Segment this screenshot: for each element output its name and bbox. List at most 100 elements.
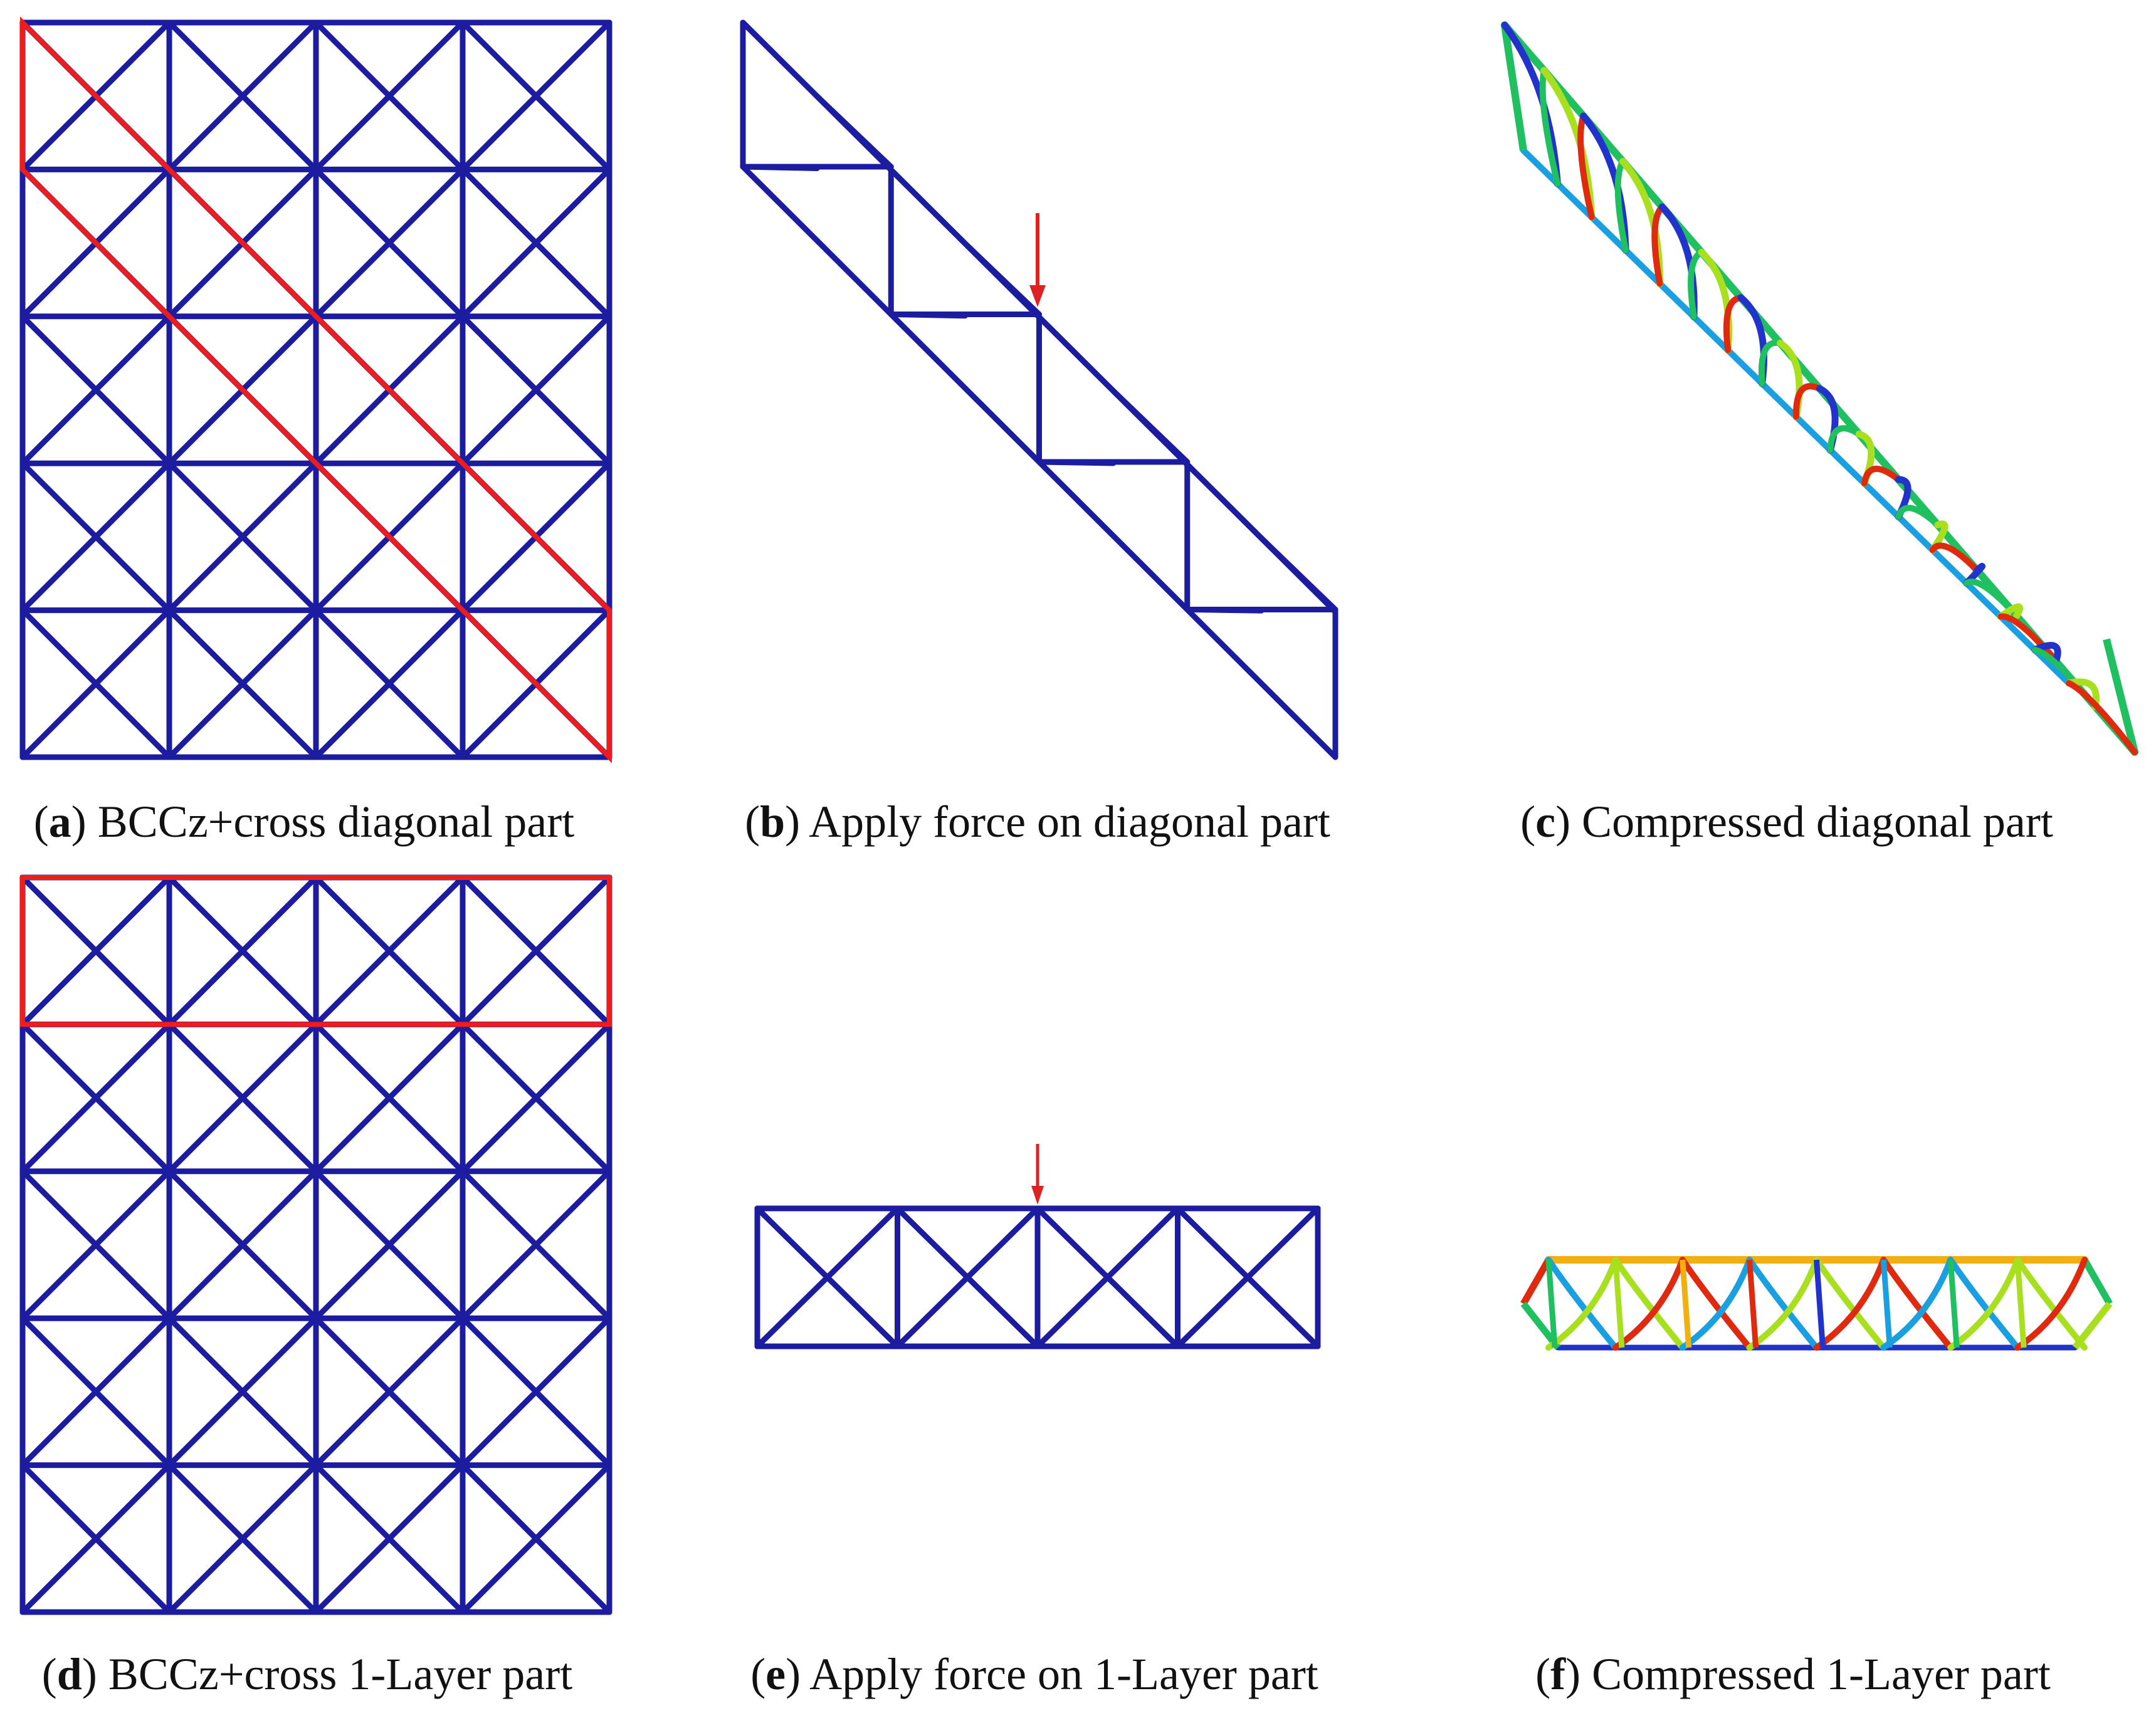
diagonal-strut <box>1034 1205 1181 1349</box>
diagonal-strut <box>166 460 319 614</box>
compressed-strut <box>1679 1257 1753 1351</box>
diagonal-strut <box>460 874 613 1027</box>
compressed-strut <box>1688 249 1705 320</box>
compressed-strut <box>1792 383 1823 420</box>
diagonal-strut <box>166 874 319 1027</box>
compressed-strut <box>2065 678 2100 710</box>
diagonal-strut <box>460 1021 613 1175</box>
compressed-strut <box>1929 542 1980 574</box>
caption-c: (c) Compressed diagonal part <box>1520 797 2053 847</box>
diagonal-strut <box>166 607 319 760</box>
diagonal-strut <box>166 1315 319 1469</box>
compressed-strut <box>1813 1257 1887 1351</box>
diagonal-strut <box>19 874 172 1027</box>
vertical-strut <box>1947 1259 1960 1348</box>
compressed-strut <box>1679 1257 1753 1351</box>
diagonal-strut <box>19 607 172 760</box>
end-strut <box>1520 1258 1552 1306</box>
diagonal-strut <box>460 1168 613 1321</box>
vertical-strut <box>1680 1259 1692 1348</box>
force-arrow-icon <box>1031 1144 1044 1205</box>
end-strut <box>2081 1258 2113 1306</box>
compressed-strut <box>2066 680 2138 755</box>
panel-c <box>1501 21 2138 756</box>
compressed-strut <box>1545 1257 1619 1351</box>
diagonal-strut <box>313 1462 466 1615</box>
vertical-strut <box>1880 1259 1893 1348</box>
panel-b <box>740 19 1338 760</box>
diagonal-strut <box>460 166 613 320</box>
diagonal-strut <box>313 19 466 172</box>
diagonal-strut <box>740 164 820 171</box>
diagonal-strut <box>888 312 968 319</box>
diagonal-strut <box>166 19 319 172</box>
caption-f: (f) Compressed 1-Layer part <box>1535 1649 2051 1699</box>
diagonal-strut <box>814 93 894 170</box>
diagonal-strut <box>166 1021 319 1175</box>
compressed-strut <box>2014 1257 2088 1351</box>
diagonal-strut <box>313 1021 466 1175</box>
compressed-strut <box>1651 204 1666 287</box>
diagonal-strut <box>1258 535 1338 612</box>
diagonal-strut <box>19 1462 172 1615</box>
diagonal-strut <box>19 1168 172 1321</box>
compressed-strut <box>1947 1257 2021 1351</box>
diagonal-strut <box>460 1315 613 1469</box>
diagonal-strut <box>754 1205 900 1349</box>
panel-e <box>754 1144 1321 1349</box>
diagonal-strut <box>962 241 1042 317</box>
vertical-strut <box>1814 1259 1826 1348</box>
compressed-strut <box>1539 67 1561 187</box>
compressed-strut <box>1880 1257 1954 1351</box>
diagonal-strut <box>313 607 466 760</box>
force-arrow-icon <box>1029 213 1046 307</box>
lattice-d <box>19 874 613 1615</box>
compressed-layer-strip <box>1520 1256 2113 1351</box>
caption-b: (b) Apply force on diagonal part <box>745 797 1330 847</box>
arrow-head <box>1031 1186 1044 1205</box>
vertical-strut <box>1747 1259 1759 1348</box>
vertical-strut <box>1545 1259 1558 1348</box>
end-strut <box>1501 24 1527 151</box>
diagonal-strut <box>1110 388 1191 465</box>
compressed-strut <box>1997 613 2059 664</box>
compressed-strut <box>1861 466 1902 487</box>
compressed-strut <box>1758 339 1784 387</box>
diagonal-strut <box>1175 1205 1321 1349</box>
compressed-strut <box>1895 505 1941 528</box>
layer-highlight <box>20 875 612 1027</box>
compressed-strut <box>1612 1257 1686 1351</box>
layer-strip <box>754 1205 1321 1349</box>
compressed-strut <box>1880 1257 1954 1351</box>
compressed-strut <box>1723 295 1744 354</box>
compressed-strut <box>1997 603 2023 621</box>
panel-a <box>19 16 613 763</box>
diagonal-strut <box>19 313 172 466</box>
compressed-strut <box>1746 1257 1820 1351</box>
compressed-strut <box>1612 1257 1686 1351</box>
compressed-strut <box>2014 1257 2088 1351</box>
compressed-strut <box>1577 113 1595 221</box>
diagonal-highlight <box>20 16 612 763</box>
compressed-strut <box>1746 1257 1820 1351</box>
compressed-strut <box>1813 1257 1887 1351</box>
diagonal-strut <box>19 460 172 614</box>
diagonal-strut <box>895 1205 1041 1349</box>
diagonal-strut <box>19 1315 172 1469</box>
vertical-strut <box>2014 1259 2027 1348</box>
diagonal-strut <box>313 1168 466 1321</box>
compressed-diagonal-strip <box>1501 21 2138 756</box>
diagonal-strut <box>166 1168 319 1321</box>
arrow-head <box>1029 285 1046 307</box>
diagonal-strut <box>19 1021 172 1175</box>
compressed-strut <box>1827 425 1863 454</box>
diagonal-strut <box>313 874 466 1027</box>
caption-d: (d) BCCz+cross 1-Layer part <box>42 1649 572 1699</box>
vertical-strut <box>1612 1259 1625 1348</box>
panel-f <box>1520 1256 2113 1351</box>
compressed-strut <box>1947 1257 2021 1351</box>
panel-d <box>19 874 613 1615</box>
diagonal-strut <box>460 313 613 466</box>
compressed-strut <box>1614 158 1629 254</box>
